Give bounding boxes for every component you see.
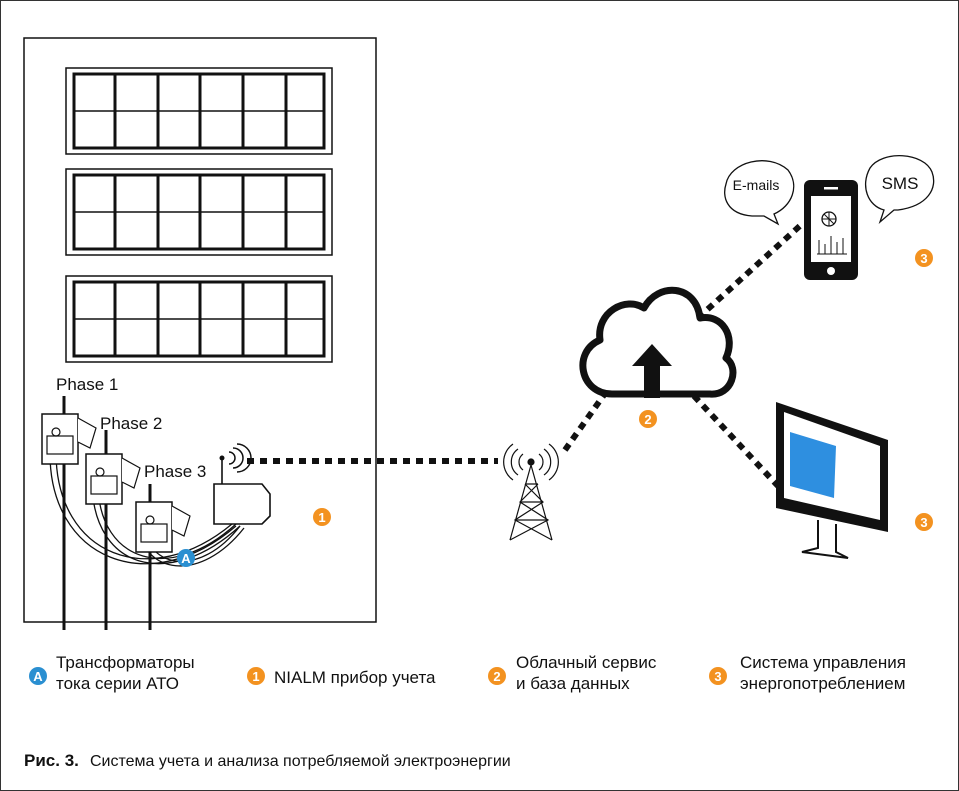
phase-label-2: Phase 2: [100, 414, 162, 433]
current-transformer: [85, 453, 141, 505]
meter-row: [65, 168, 333, 256]
marker-a-circle: [177, 549, 195, 567]
marker-1-circle: [313, 508, 331, 526]
legend-marker-2-circle: [488, 667, 506, 685]
marker-2-circle: [639, 410, 657, 428]
svg-text:3: 3: [920, 515, 927, 530]
email-bubble-text: E-mails: [733, 177, 780, 193]
legend-marker-3-circle: [709, 667, 727, 685]
svg-text:2: 2: [493, 669, 500, 684]
email-bubble: E-mails: [724, 160, 795, 226]
svg-text:1: 1: [252, 669, 259, 684]
svg-text:3: 3: [714, 669, 721, 684]
caption-label: Рис. 3.: [24, 751, 79, 770]
meter-row: [65, 275, 333, 363]
svg-text:Трансформаторы: Трансформаторы: [56, 653, 195, 672]
phase-label-1: Phase 1: [56, 375, 118, 394]
marker-1: 1: [313, 508, 331, 526]
marker-a: A: [177, 549, 195, 567]
upload-arrow-icon: [632, 344, 672, 398]
marker-3-monitor-circle: [915, 513, 933, 531]
caption-text: Система учета и анализа потребляемой эле…: [90, 753, 511, 770]
svg-text:2: 2: [644, 412, 651, 427]
marker-3-phone-circle: [915, 249, 933, 267]
svg-text:Система управления: Система управления: [740, 653, 906, 672]
legend-item-3: 3 Система управления энергопотреблением: [709, 653, 906, 693]
smartphone-icon: [804, 180, 858, 280]
legend-item-2: 2 Облачный сервис и база данных: [488, 653, 657, 693]
legend-marker-a-circle: [29, 667, 47, 685]
legend: A Трансформаторы тока серии АТО 1 NIALM …: [29, 653, 906, 693]
svg-text:3: 3: [920, 251, 927, 266]
svg-text:тока серии АТО: тока серии АТО: [56, 674, 179, 693]
sms-bubble-text: SMS: [882, 174, 919, 193]
svg-text:и база данных: и база данных: [516, 674, 630, 693]
marker-3-monitor: 3: [915, 513, 933, 531]
phase-label-3: Phase 3: [144, 462, 206, 481]
legend-item-a: A Трансформаторы тока серии АТО: [29, 653, 195, 693]
svg-text:A: A: [181, 551, 191, 566]
marker-3-phone: 3: [915, 249, 933, 267]
marker-2: 2: [639, 410, 657, 428]
monitor-screen-window: [790, 432, 836, 498]
svg-text:NIALM прибор учета: NIALM прибор учета: [274, 668, 436, 687]
svg-text:1: 1: [318, 510, 325, 525]
meter-row: [65, 67, 333, 155]
cell-tower-icon: [503, 443, 559, 541]
monitor-icon: [776, 402, 888, 559]
current-transformer: [135, 501, 191, 553]
link-cloud-phone: [695, 221, 805, 321]
legend-marker-1-circle: [247, 667, 265, 685]
svg-text:Облачный сервис: Облачный сервис: [516, 653, 657, 672]
nialm-device: [213, 455, 271, 525]
svg-text:энергопотреблением: энергопотреблением: [740, 674, 905, 693]
sms-bubble: SMS: [865, 155, 935, 225]
legend-item-1: 1 NIALM прибор учета: [247, 667, 436, 687]
cloud-icon: [579, 286, 737, 398]
svg-text:A: A: [33, 669, 43, 684]
current-transformer: [41, 413, 97, 465]
